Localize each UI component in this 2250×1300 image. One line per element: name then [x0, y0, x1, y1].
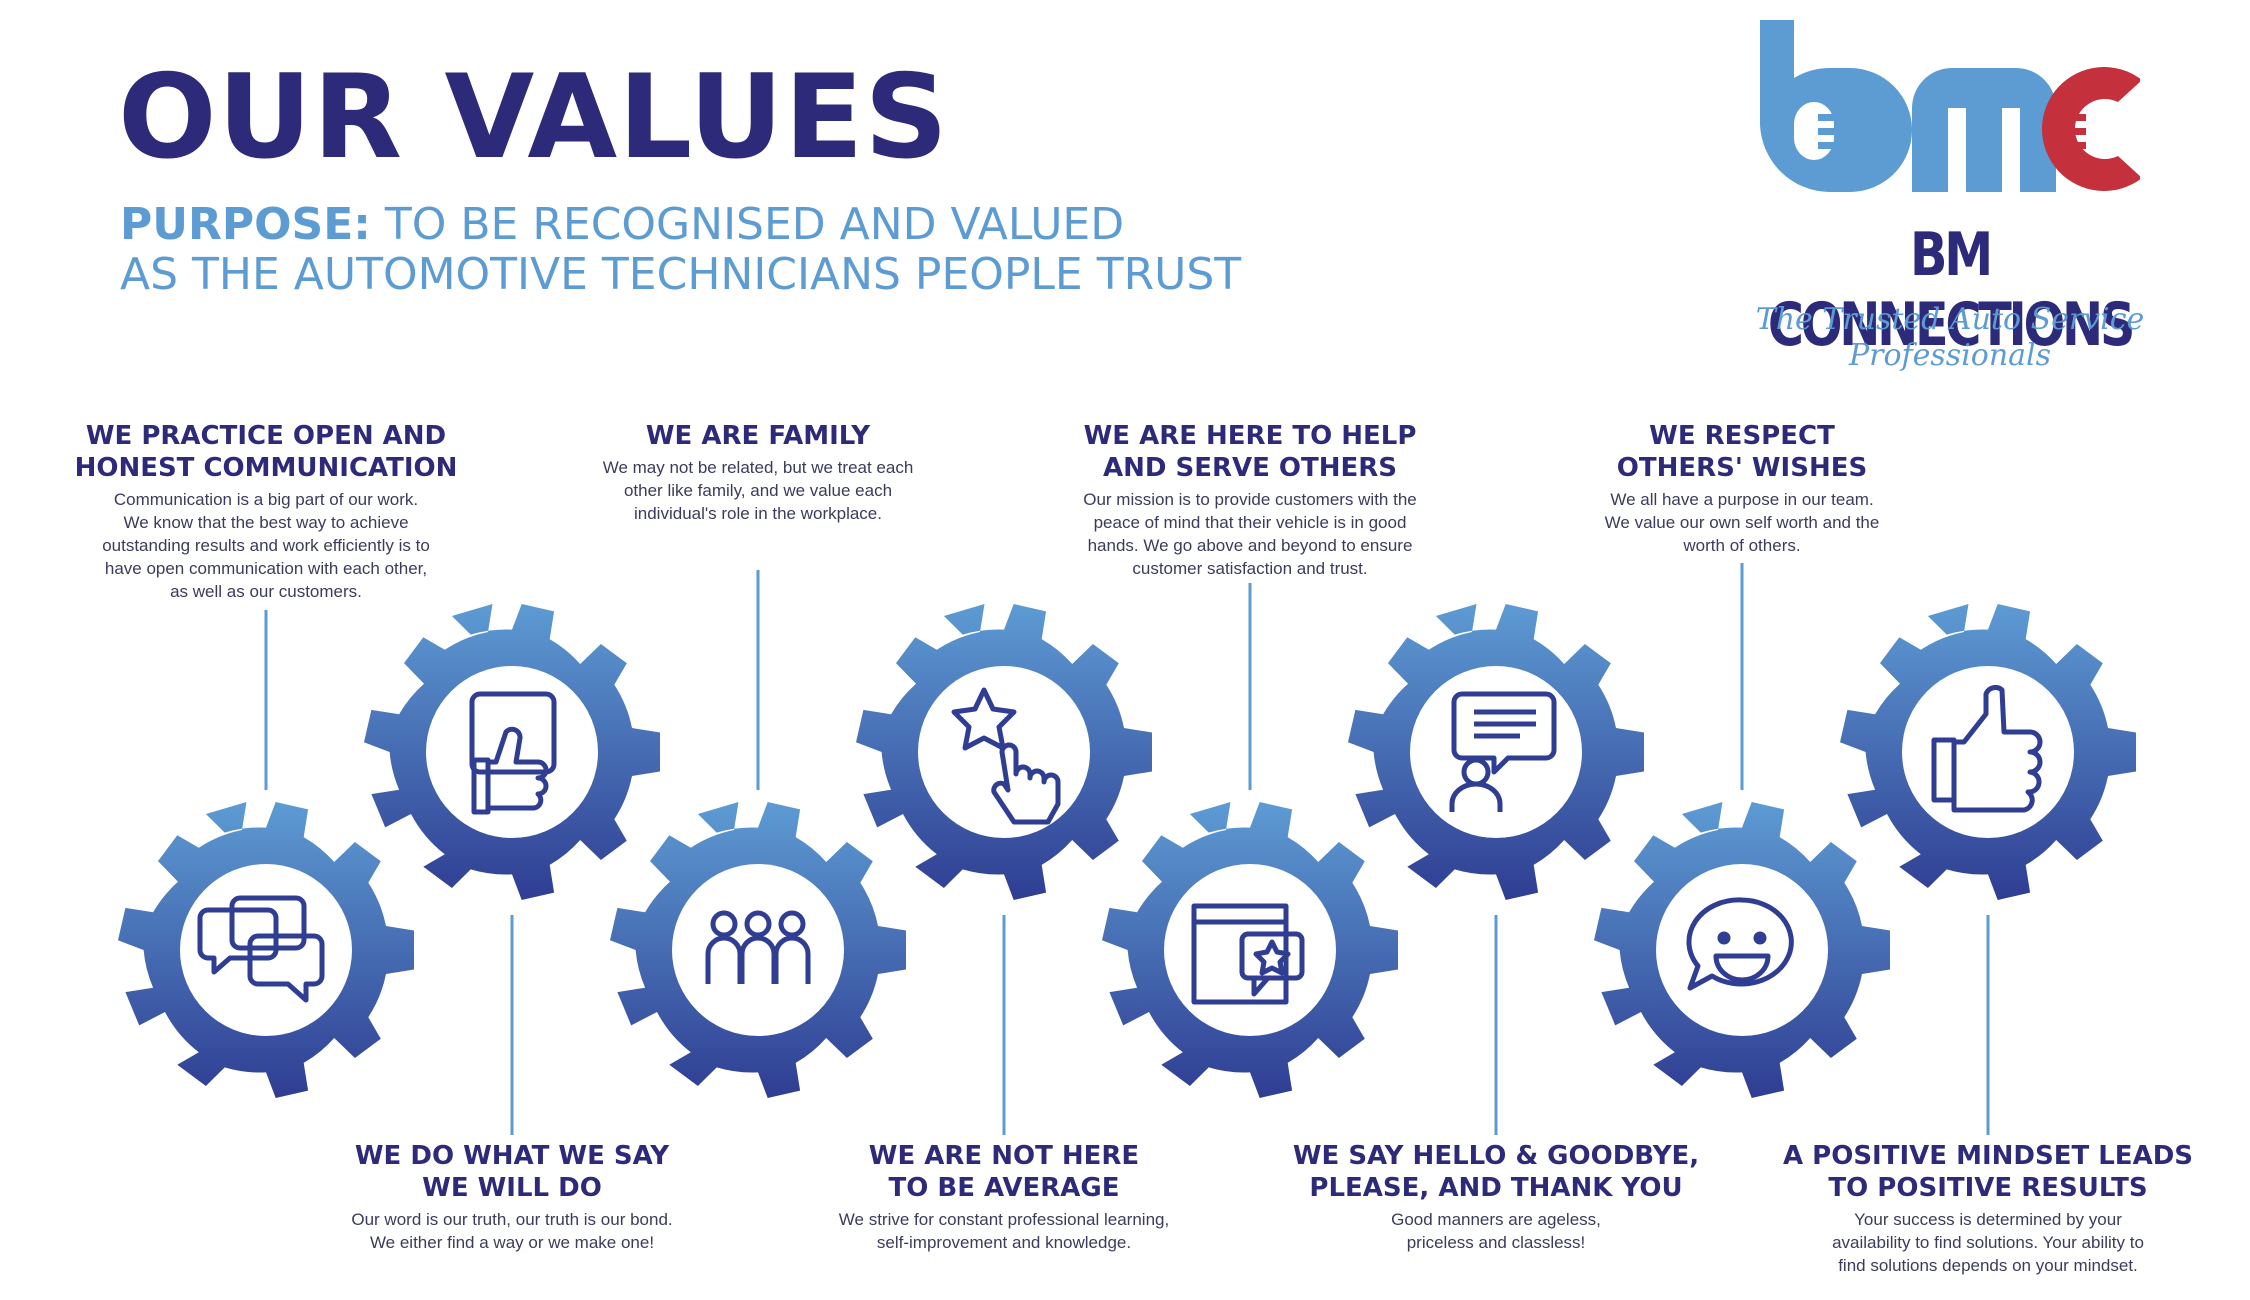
value-we-are-family: WE ARE FAMILY We may not be related, but…	[558, 420, 958, 525]
smile-speech-icon	[1686, 897, 1794, 991]
value-description: We strive for constant professional lear…	[838, 1210, 1170, 1252]
value-description: Our mission is to provide customers with…	[1083, 490, 1417, 578]
gear-6	[1348, 604, 1644, 900]
brand-name: BM CONNECTIONS	[1767, 220, 2136, 360]
gear-2	[364, 604, 660, 900]
value-description: Communication is a big part of our work.…	[102, 490, 430, 601]
gear-3	[610, 802, 906, 1098]
company-logo: BM CONNECTIONS The Trusted Auto Service …	[1705, 20, 2195, 373]
gear-8	[1840, 604, 2136, 900]
gear-1	[118, 802, 414, 1098]
value-description: We may not be related, but we treat each…	[602, 458, 914, 523]
thumbs-up-card-icon	[469, 691, 557, 815]
value-heading: WE ARE FAMILY	[645, 421, 871, 451]
chat-bubbles-icon	[197, 895, 325, 1003]
gear-5	[1102, 802, 1398, 1098]
value-description: We all have a purpose in our team.We val…	[1604, 490, 1880, 555]
connector-lines	[264, 563, 1990, 1135]
value-description: Good manners are ageless,priceless and c…	[1391, 1210, 1601, 1252]
value-manners: WE SAY HELLO & GOODBYE,PLEASE, AND THANK…	[1286, 1140, 1706, 1254]
gear-7	[1594, 802, 1890, 1098]
purpose-line-1: TO BE RECOGNISED AND VALUED	[384, 199, 1125, 250]
review-window-icon	[1191, 903, 1305, 1005]
bmc-logo-mark	[1760, 20, 2140, 192]
purpose-lead: PURPOSE:	[120, 199, 371, 250]
gear-4	[856, 604, 1152, 900]
value-heading: WE SAY HELLO & GOODBYE,PLEASE, AND THANK…	[1292, 1141, 1700, 1203]
value-description: Our word is our truth, our truth is our …	[351, 1210, 673, 1252]
purpose-line-2: AS THE AUTOMOTIVE TECHNICIANS PEOPLE TRU…	[120, 249, 1242, 300]
person-speech-icon	[1449, 691, 1557, 812]
purpose-statement: PURPOSE: TO BE RECOGNISED AND VALUED AS …	[120, 200, 1241, 300]
brand-tagline: The Trusted Auto Service Professionals	[1755, 302, 2145, 373]
star-tap-icon	[951, 687, 1061, 825]
people-group-icon	[705, 910, 811, 984]
page-title: OUR VALUES	[118, 50, 949, 185]
thumbs-up-icon	[1931, 685, 2043, 813]
